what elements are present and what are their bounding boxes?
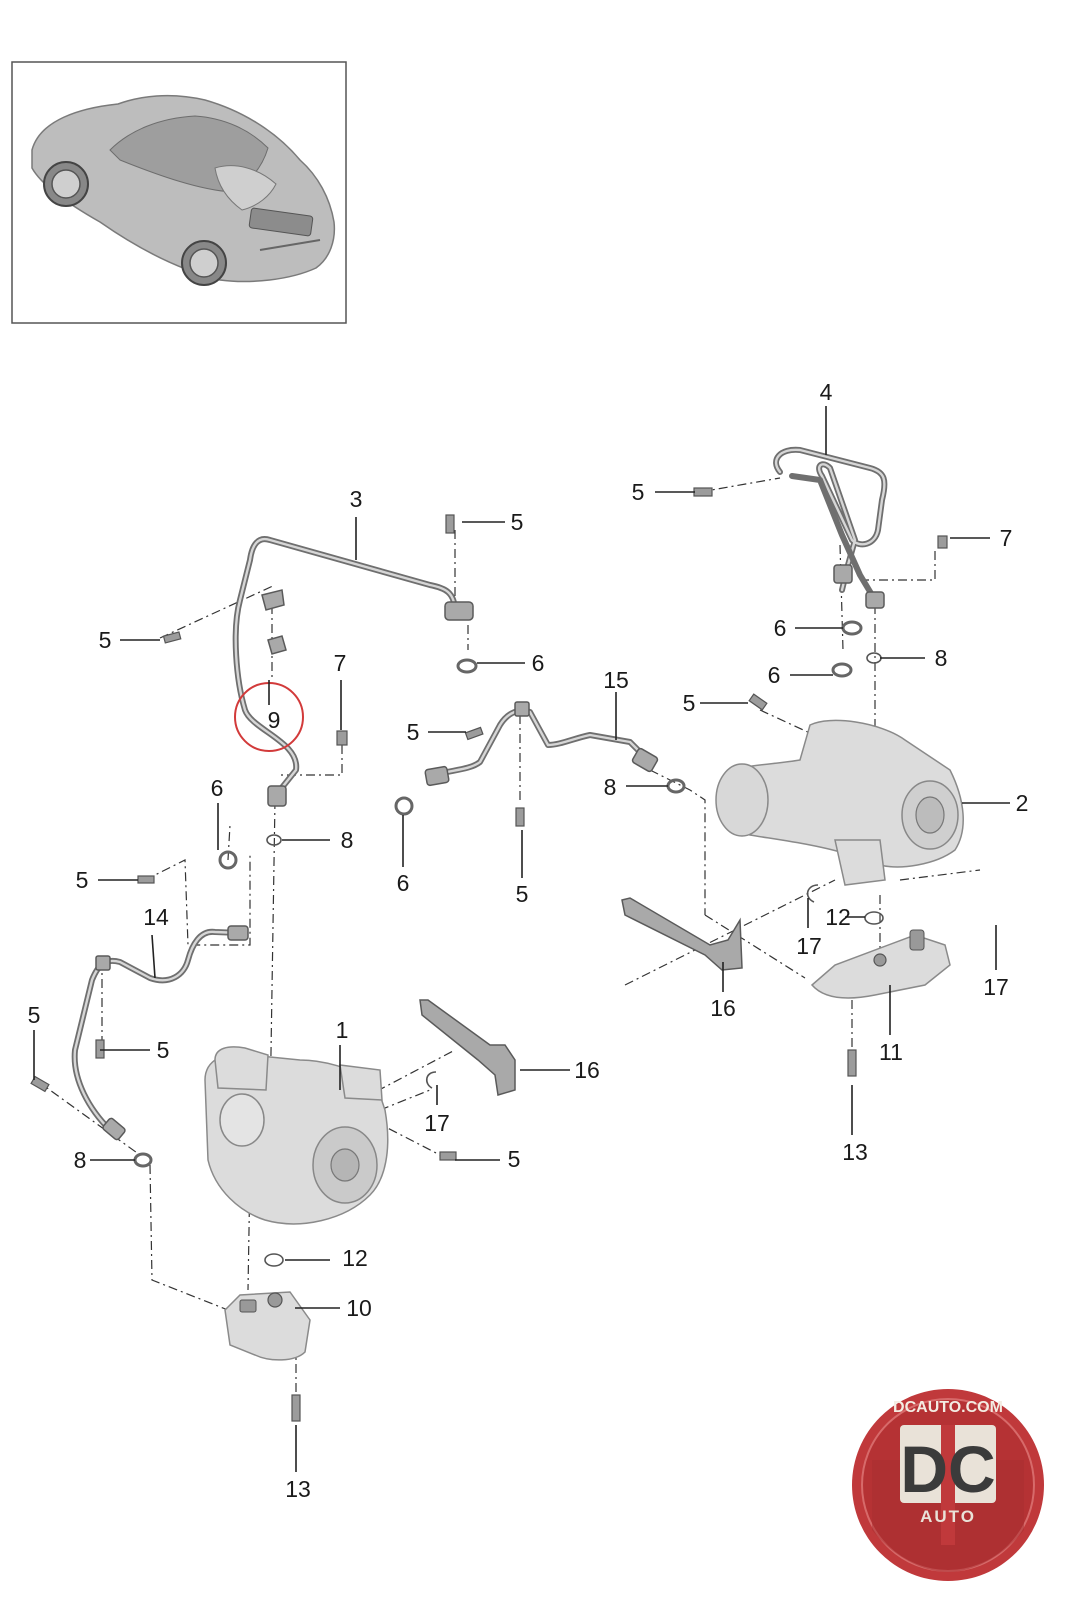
- callout-16-left: 16: [574, 1057, 600, 1083]
- callout-17-right-a: 17: [796, 933, 822, 959]
- callout-11: 11: [879, 1039, 903, 1065]
- logo-word: AUTO: [920, 1507, 976, 1526]
- callout-2: 2: [1016, 790, 1029, 816]
- part-2-turbocharger[interactable]: [715, 719, 964, 886]
- bolts: [30, 487, 948, 1422]
- callout-3: 3: [350, 486, 363, 512]
- callout-7-right: 7: [1000, 525, 1013, 551]
- callout-8-right: 8: [935, 645, 948, 671]
- callout-8-left: 8: [341, 827, 354, 853]
- part-4-oil-line[interactable]: [773, 446, 888, 609]
- callout-16-right: 16: [710, 995, 736, 1021]
- callout-5-bottom-center: 5: [508, 1146, 521, 1172]
- part-14-oil-line[interactable]: [71, 925, 249, 1141]
- callout-7-left: 7: [334, 650, 347, 676]
- callout-8-lower-left: 8: [74, 1147, 87, 1173]
- retaining-clips: [426, 884, 819, 1089]
- logo-letters: DC: [900, 1432, 995, 1506]
- callout-17-left: 17: [424, 1110, 450, 1136]
- dcauto-logo: DCAUTO.COM DC AUTO: [852, 1389, 1044, 1581]
- callout-4: 4: [820, 379, 833, 405]
- callout-5-center-lower: 5: [516, 881, 529, 907]
- car-illustration: [31, 94, 336, 286]
- part-3-oil-line[interactable]: [232, 536, 474, 807]
- callout-6-left: 6: [211, 775, 224, 801]
- callout-12-right: 12: [825, 904, 851, 930]
- callout-5-center-left: 5: [407, 719, 420, 745]
- callout-13-left: 13: [285, 1476, 311, 1502]
- callout-8-center: 8: [604, 774, 617, 800]
- callout-5-upper-left: 5: [99, 627, 112, 653]
- part-1-turbocharger[interactable]: [204, 1046, 389, 1225]
- callout-9: 9: [268, 707, 281, 733]
- vehicle-thumbnail[interactable]: [11, 61, 347, 324]
- callout-13-right: 13: [842, 1139, 868, 1165]
- part-15-oil-line[interactable]: [424, 701, 659, 787]
- part-9-clip[interactable]: [261, 589, 287, 655]
- callout-5-right-mid: 5: [683, 690, 696, 716]
- callout-5-left-mid: 5: [76, 867, 89, 893]
- callout-17-right-b: 17: [983, 974, 1009, 1000]
- part-10-housing[interactable]: [224, 1291, 311, 1361]
- callout-6-center: 6: [397, 870, 410, 896]
- callout-5-upper-center: 5: [511, 509, 524, 535]
- callout-5-upper-right: 5: [632, 479, 645, 505]
- part-11-housing[interactable]: [810, 929, 951, 999]
- callout-14: 14: [143, 904, 169, 930]
- part-16-bracket-left[interactable]: [419, 999, 516, 1096]
- callout-12-left: 12: [342, 1245, 368, 1271]
- logo-site-text: DCAUTO.COM: [893, 1399, 1003, 1416]
- callout-1: 1: [336, 1017, 349, 1043]
- leader-lines: [33, 406, 1010, 1472]
- callout-10: 10: [346, 1295, 372, 1321]
- callout-labels: 1 2 3 4 5 5 5 5 5 5 5 5 5 5 6 6 6 6 6 7 …: [28, 379, 1029, 1502]
- callout-5-left-lower-a: 5: [157, 1037, 170, 1063]
- part-16-bracket-right[interactable]: [621, 897, 743, 971]
- assembly-lines: [35, 477, 981, 1400]
- callout-6-upper-right-b: 6: [768, 662, 781, 688]
- callout-5-left-lower-b: 5: [28, 1002, 41, 1028]
- callout-6-upper-center: 6: [532, 650, 545, 676]
- callout-6-upper-right-a: 6: [774, 615, 787, 641]
- callout-15: 15: [603, 667, 629, 693]
